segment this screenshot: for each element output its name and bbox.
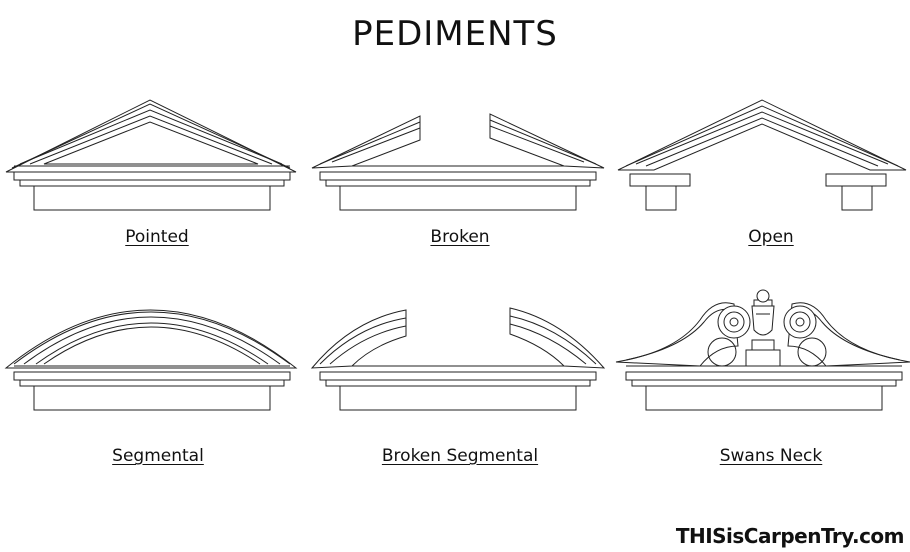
label-pointed: Pointed (125, 227, 189, 247)
open-pediment (617, 99, 907, 211)
brand-logo-text: THISisCarpenTry.com (675, 524, 905, 548)
broken-pediment (311, 113, 605, 211)
swans-neck-pediment (615, 289, 910, 411)
pointed-pediment (5, 99, 297, 211)
label-segmental: Segmental (112, 446, 204, 466)
segmental-pediment (4, 309, 298, 411)
label-broken-segmental: Broken Segmental (381, 446, 539, 466)
label-swans-neck: Swans Neck (719, 446, 823, 466)
label-broken: Broken (430, 227, 490, 247)
broken-segmental-pediment (310, 307, 606, 411)
page-title: PEDIMENTS (352, 14, 558, 54)
label-open: Open (748, 227, 794, 247)
